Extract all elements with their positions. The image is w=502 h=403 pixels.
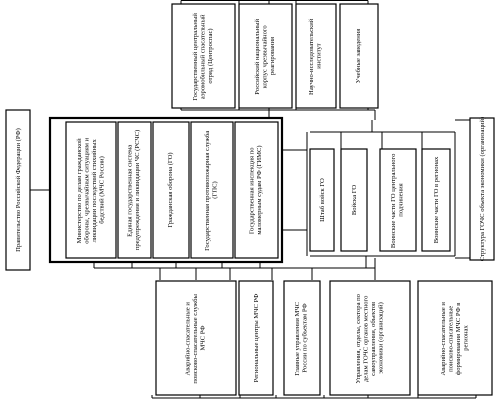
box-mchs-label: Министерство по делам гражданской оборон… [76, 136, 106, 244]
box-gims: Государственная инспекция по маломерным … [234, 121, 279, 259]
box-go: Гражданская оборона (ГО) [152, 121, 190, 259]
box-national-center: Российский национальный корпус чрезвычай… [238, 3, 293, 109]
box-go-troops-label: Войска ГО [351, 185, 358, 215]
box-main-departments-label: Главные управления МЧС России по субъект… [294, 300, 309, 375]
box-gps-label: Государственная противопожарная служба (… [204, 129, 219, 251]
box-rescue-services: Аварийно-спасательные и поисково-спасате… [155, 280, 237, 396]
box-rschs-label: Единая государственная система предупреж… [127, 130, 142, 250]
box-gps: Государственная противопожарная служба (… [190, 121, 234, 259]
box-central-units: Воинские части ГО центрального подчинени… [379, 148, 417, 252]
box-rescue-services-label: Аварийно-спасательные и поисково-спасате… [185, 292, 207, 383]
box-regional-units: Воинские части ГО в регионах [421, 148, 451, 252]
box-structure-label: Структура ГОЧС объекта экономики (органи… [479, 117, 486, 261]
box-go-troops: Войска ГО [340, 148, 368, 252]
box-regional-units-label: Воинские части ГО в регионах [433, 156, 440, 243]
box-rschs: Единая государственная система предупреж… [117, 121, 152, 259]
box-aviaotryad-label: Государственный центральный аэромобильны… [192, 11, 214, 100]
main-block-frame [48, 116, 284, 264]
box-government-label: Правительство Российской Федерации (РФ) [15, 128, 22, 252]
box-research: Научно-исследовательский институт [295, 3, 337, 109]
box-main-departments: Главные управления МЧС России по субъект… [283, 280, 321, 396]
box-central-units-label: Воинские части ГО центрального подчинени… [390, 152, 405, 248]
box-education: Учебные заведения [339, 3, 379, 109]
box-aviaotryad: Государственный центральный аэромобильны… [171, 3, 236, 109]
box-go-hq: Штаб войск ГО [309, 148, 335, 252]
box-research-label: Научно-исследовательский институт [308, 17, 323, 95]
box-go-hq-label: Штаб войск ГО [319, 178, 326, 222]
box-gims-label: Государственная инспекция по маломерным … [249, 145, 264, 234]
box-local-departments-label: Управления, отделы, сектора по делам ГОЧ… [355, 292, 385, 383]
box-mchs: Министерство по делам гражданской оборон… [65, 121, 117, 259]
box-local-departments: Управления, отделы, сектора по делам ГОЧ… [329, 280, 411, 396]
box-go-label: Гражданская оборона (ГО) [167, 152, 174, 227]
box-rescue-units: Аварийно-спасательные и поисково-спасате… [417, 280, 493, 396]
box-structure: Структура ГОЧС объекта экономики (органи… [469, 117, 495, 261]
box-government: Правительство Российской Федерации (РФ) [5, 109, 31, 271]
box-rescue-units-label: Аварийно-спасательные и поисково-спасате… [440, 300, 470, 375]
box-regional-centers: Региональные центры МЧС РФ [238, 280, 274, 396]
box-education-label: Учебные заведения [355, 29, 362, 84]
box-regional-centers-label: Региональные центры МЧС РФ [253, 294, 260, 383]
box-national-center-label: Российский национальный корпус чрезвычай… [254, 17, 276, 94]
